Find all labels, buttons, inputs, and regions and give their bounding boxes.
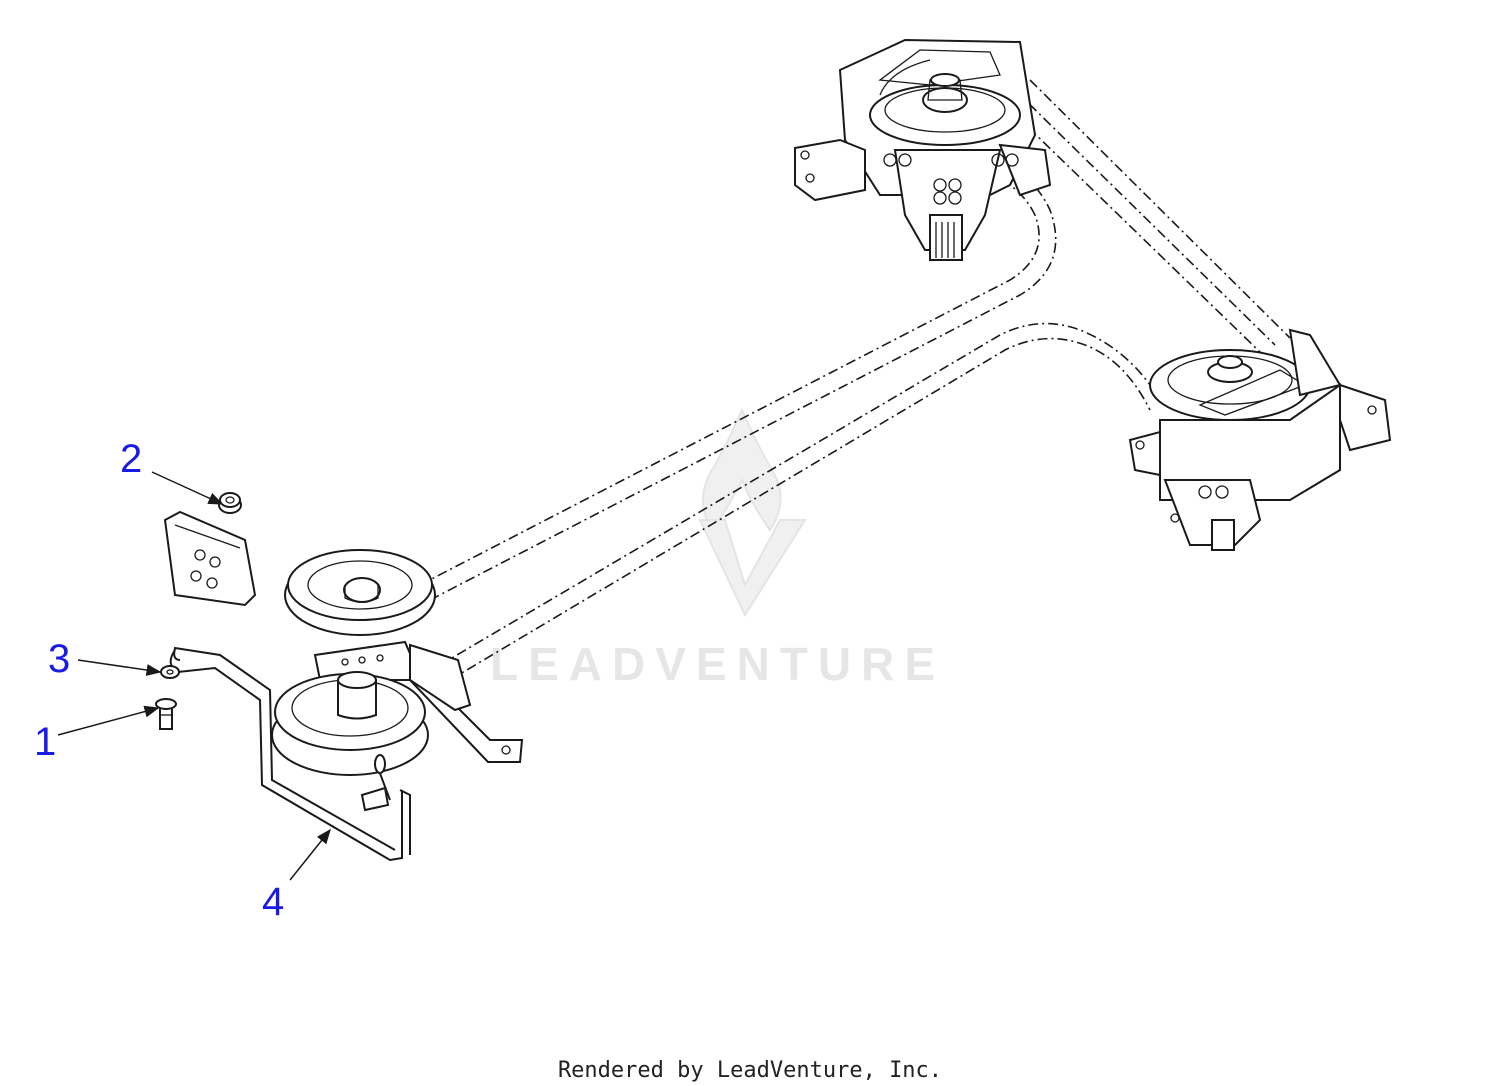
- watermark-text: LEADVENTURE: [490, 638, 945, 690]
- mounting-bracket: [163, 510, 257, 607]
- part-3-washer: [160, 665, 180, 679]
- callout-1[interactable]: 1: [34, 720, 56, 764]
- callout-2[interactable]: 2: [120, 437, 142, 481]
- render-credit: Rendered by LeadVenture, Inc.: [558, 1058, 942, 1083]
- callout-leaders: [57, 471, 331, 881]
- callout-3[interactable]: 3: [48, 637, 70, 681]
- part-1-bolt: [155, 698, 177, 730]
- callout-4[interactable]: 4: [262, 880, 284, 924]
- watermark-logo: [698, 407, 807, 618]
- spindle-assembly-left: [794, 38, 1052, 261]
- part-2-nut: [218, 492, 242, 514]
- spindle-assembly-right: [1128, 328, 1392, 551]
- idler-pulley-assembly: [271, 549, 524, 812]
